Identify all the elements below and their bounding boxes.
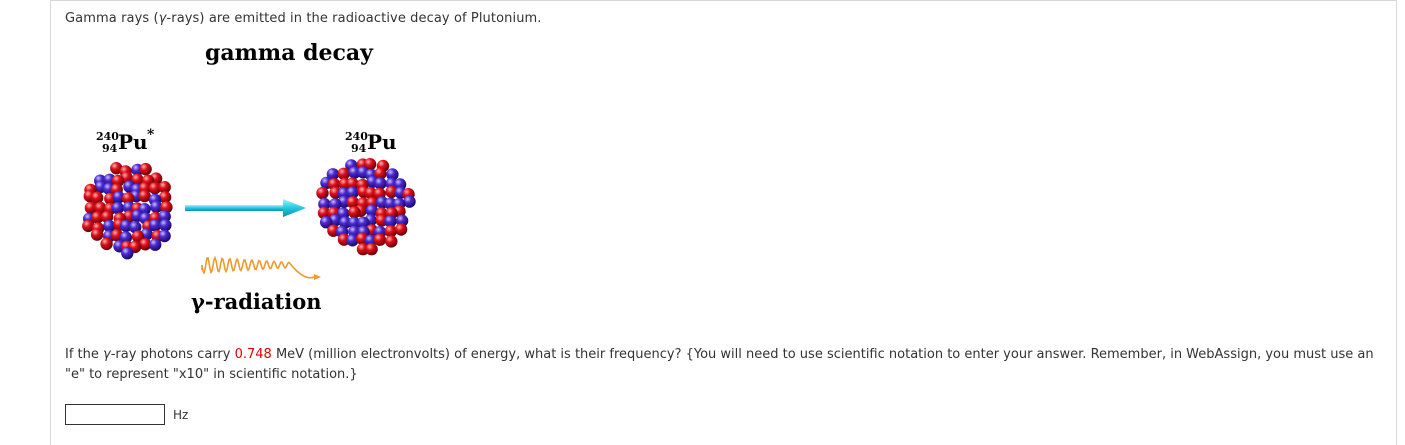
proton xyxy=(91,191,104,204)
question-panel xyxy=(50,0,1397,445)
intro-text: Gamma rays (γ-rays) are emitted in the r… xyxy=(65,11,542,26)
proton xyxy=(365,243,378,256)
neutron xyxy=(346,234,359,247)
neutron xyxy=(339,216,352,229)
daughter-nucleus xyxy=(316,158,416,256)
neutron xyxy=(120,219,133,233)
proton xyxy=(158,181,171,194)
parent-nuclide-label: 240 94 Pu * xyxy=(96,127,155,155)
proton xyxy=(139,162,152,176)
energy-value: 0.748 xyxy=(234,347,272,362)
proton xyxy=(363,158,377,171)
neutron xyxy=(121,247,134,260)
neutron xyxy=(119,231,133,244)
neutron xyxy=(326,168,340,181)
proton xyxy=(94,201,107,215)
decay-arrow xyxy=(185,199,306,217)
frequency-answer-input[interactable] xyxy=(65,404,165,425)
proton xyxy=(138,189,151,203)
excited-state-mark: * xyxy=(147,127,155,143)
proton xyxy=(337,167,350,180)
question-text: If the γ-ray photons carry 0.748 MeV (mi… xyxy=(65,345,1385,385)
proton xyxy=(356,243,370,256)
proton xyxy=(346,177,359,190)
proton xyxy=(84,201,98,215)
gamma-symbol-question: γ xyxy=(103,347,111,362)
neutron xyxy=(159,219,172,232)
neutron xyxy=(347,216,361,230)
neutron xyxy=(386,168,399,181)
gamma-radiation-label: γ-radiation xyxy=(191,289,321,314)
neutron xyxy=(149,238,162,251)
neutron xyxy=(320,216,333,229)
proton xyxy=(348,206,361,219)
intro-after: -rays) are emitted in the radioactive de… xyxy=(166,11,542,26)
proton xyxy=(82,219,95,233)
neutron xyxy=(374,177,387,190)
neutron xyxy=(103,219,116,233)
intro-before: Gamma rays ( xyxy=(65,11,159,26)
proton xyxy=(384,225,397,238)
answer-row: Hz xyxy=(65,404,188,425)
gamma-decay-diagram: gamma decay 240 94 Pu * 240 94 Pu γ-radi… xyxy=(82,40,416,314)
gamma-wave-icon xyxy=(201,255,321,280)
proton xyxy=(160,201,173,214)
proton xyxy=(394,223,408,236)
proton xyxy=(131,230,145,243)
proton xyxy=(385,235,398,248)
neutron xyxy=(129,221,142,234)
parent-symbol: Pu xyxy=(118,130,148,154)
daughter-symbol: Pu xyxy=(367,130,397,154)
diagram-title: gamma decay xyxy=(205,40,374,66)
question-part2: -ray photons carry xyxy=(110,347,235,362)
proton xyxy=(148,182,162,195)
proton xyxy=(139,238,152,251)
neutron xyxy=(384,215,397,228)
neutron xyxy=(112,191,125,204)
parent-mass-number: 240 xyxy=(96,130,119,143)
proton xyxy=(122,192,135,205)
parent-nucleus xyxy=(82,162,173,260)
proton xyxy=(100,237,113,251)
daughter-nuclide-label: 240 94 Pu xyxy=(345,130,397,155)
neutron xyxy=(149,219,162,232)
proton xyxy=(373,233,387,246)
proton xyxy=(346,196,359,209)
proton xyxy=(374,167,387,180)
gamma-symbol: γ xyxy=(158,11,167,26)
neutron xyxy=(111,201,124,215)
neutron xyxy=(158,229,171,243)
proton xyxy=(110,162,123,175)
parent-atomic-number: 94 xyxy=(102,142,118,155)
neutron xyxy=(348,166,361,179)
proton xyxy=(91,211,104,224)
proton xyxy=(90,228,104,241)
neutron xyxy=(318,197,331,211)
neutron xyxy=(150,200,163,214)
proton xyxy=(158,191,172,204)
daughter-atomic-number: 94 xyxy=(351,142,367,155)
unit-label: Hz xyxy=(173,407,189,422)
proton xyxy=(385,185,398,199)
neutron xyxy=(346,186,359,199)
question-part3: MeV (million electronvolts) of energy, w… xyxy=(65,347,1374,382)
neutron xyxy=(365,204,379,217)
proton xyxy=(316,186,329,200)
neutron xyxy=(357,216,370,229)
daughter-mass-number: 240 xyxy=(345,130,368,143)
question-part1: If the xyxy=(65,347,104,362)
proton xyxy=(131,173,144,186)
neutron xyxy=(403,195,416,208)
